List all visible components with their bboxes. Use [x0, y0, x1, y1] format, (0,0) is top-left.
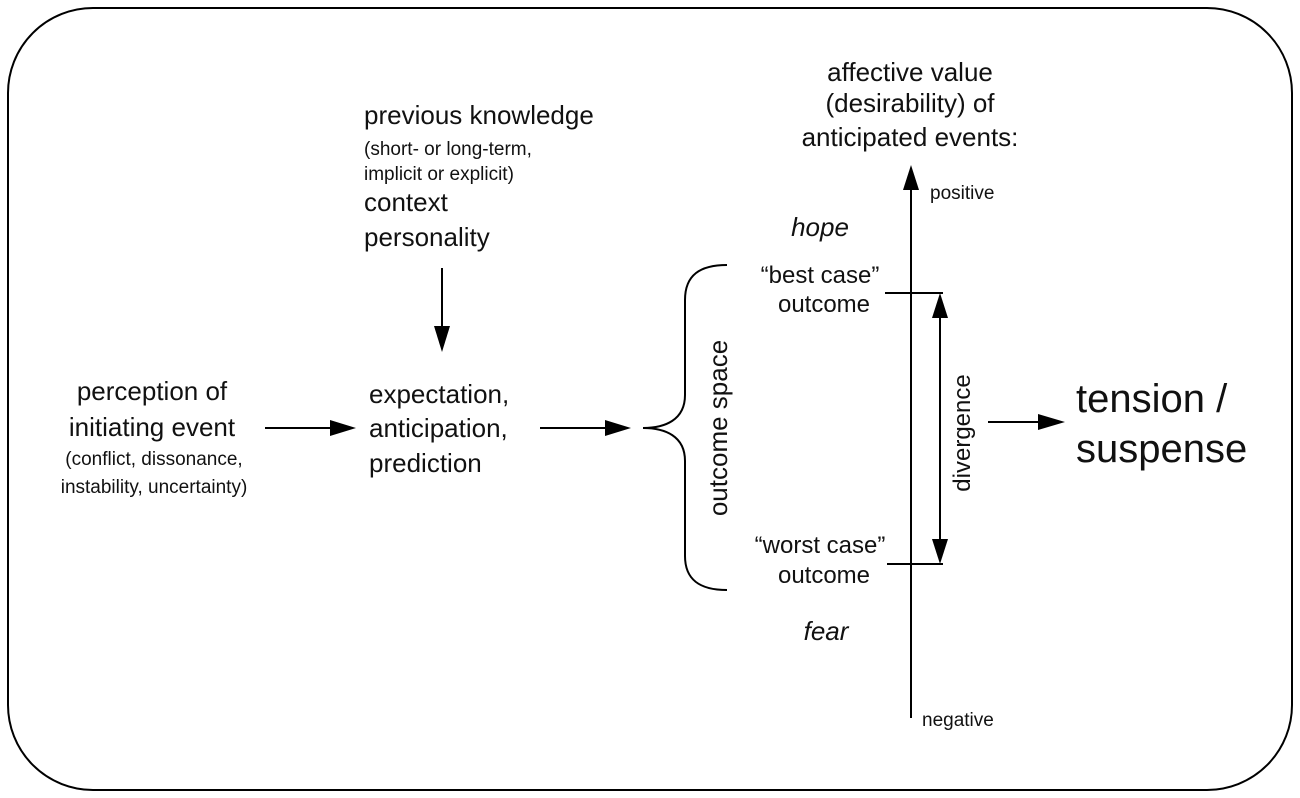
best-case-label: “best case”	[761, 262, 880, 289]
axis-negative-label: negative	[922, 710, 994, 731]
influence-arrowhead	[434, 326, 450, 352]
axis-title-line: anticipated events:	[802, 122, 1019, 152]
divergence-arrowhead-down	[932, 539, 948, 564]
hope-label: hope	[791, 212, 849, 242]
personality-label: personality	[364, 222, 490, 252]
axis-title-line: (desirability) of	[825, 88, 995, 118]
axis-title-line: affective value	[827, 57, 993, 87]
prediction-label: prediction	[369, 448, 482, 478]
previous-knowledge-detail: implicit or explicit)	[364, 164, 514, 185]
best-case-outcome-label: outcome	[778, 291, 870, 318]
fear-label: fear	[804, 616, 850, 646]
anticipation-label: anticipation,	[369, 413, 508, 443]
result-arrowhead	[1038, 414, 1065, 430]
perception-detail: (conflict, dissonance,	[65, 449, 242, 470]
divergence-arrowhead-up	[932, 293, 948, 318]
axis-positive-label: positive	[930, 183, 994, 204]
suspense-label: suspense	[1076, 427, 1247, 471]
axis-title: affective value (desirability) of antici…	[802, 57, 1019, 152]
expectation-label: expectation,	[369, 379, 509, 409]
expectation-arrowhead	[605, 420, 631, 436]
outcome-space-brace	[642, 264, 728, 591]
perception-label: perception of	[77, 376, 228, 406]
perception-label: initiating event	[69, 412, 236, 442]
previous-knowledge-detail: (short- or long-term,	[364, 139, 532, 160]
divergence-label: divergence	[949, 374, 976, 491]
diagram-frame	[7, 7, 1293, 791]
perception-detail: instability, uncertainty)	[61, 477, 248, 498]
worst-case-outcome-label: outcome	[778, 562, 870, 589]
outcome-space-label: outcome space	[703, 340, 733, 516]
context-label: context	[364, 187, 449, 217]
perception-arrowhead	[330, 420, 356, 436]
previous-knowledge-label: previous knowledge	[364, 100, 594, 130]
axis-arrowhead	[903, 165, 919, 190]
tension-label: tension /	[1076, 377, 1228, 421]
worst-case-label: “worst case”	[755, 532, 886, 559]
